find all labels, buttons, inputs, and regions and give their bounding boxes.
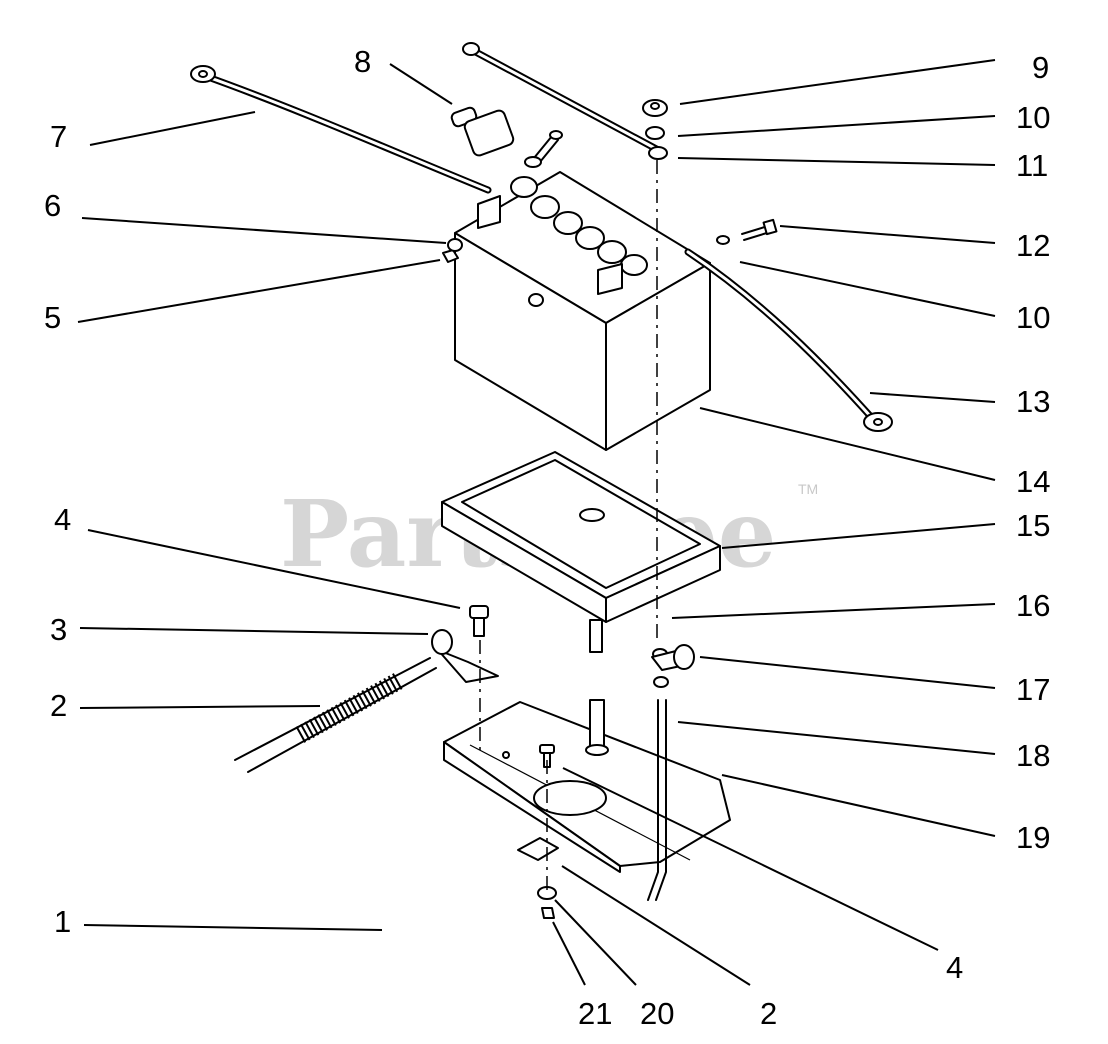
callout-20: 20 [640,996,674,1031]
terminal-bolt-negative[interactable] [533,130,563,163]
callout-16: 16 [1016,588,1050,623]
callout-15: 15 [1016,508,1050,543]
callout-8: 8 [354,44,371,79]
spiral-wrap-cable[interactable] [234,657,437,773]
callout-6: 6 [44,188,61,223]
battery[interactable] [454,171,711,451]
wing-nut[interactable] [642,99,668,117]
callout-11: 11 [1016,148,1048,183]
battery-tray[interactable] [441,451,721,653]
ground-cable-terminal[interactable] [517,837,559,861]
cable-clamp-right[interactable] [651,644,695,671]
callout-21: 21 [578,996,612,1031]
washer-lower[interactable] [716,235,730,245]
callout-3: 3 [50,612,67,647]
ground-cable[interactable] [299,844,545,1005]
callout-4-upper: 4 [54,502,71,537]
cable-clamp-left[interactable] [431,629,499,683]
positive-battery-cable[interactable] [684,248,893,432]
callout-18: 18 [1016,738,1050,773]
terminal-boot[interactable] [450,106,515,157]
callout-9: 9 [1032,50,1049,85]
callout-10-upper: 10 [1016,100,1050,135]
callout-1: 1 [54,904,71,939]
battery-terminal-positive[interactable] [597,263,623,295]
callout-19: 19 [1016,820,1050,855]
callout-14: 14 [1016,464,1050,499]
leader-lines [77,59,996,986]
terminal-bolt-positive[interactable] [741,218,778,241]
washer-upper[interactable] [645,126,665,140]
callout-12: 12 [1016,228,1050,263]
callout-2-upper: 2 [50,688,67,723]
hold-down-strap[interactable] [462,42,668,160]
callout-7: 7 [50,119,67,154]
mounting-plate-hole [533,780,607,816]
watermark-trademark: TM [798,481,818,497]
terminal-washer[interactable] [524,156,542,168]
callout-17: 17 [1016,672,1050,707]
ground-nut[interactable] [541,907,555,919]
negative-battery-cable[interactable] [190,65,492,194]
callout-labels: 7 8 9 10 11 12 10 13 14 15 16 17 18 19 6… [44,44,1050,1031]
callout-4-lower: 4 [946,950,963,985]
j-bolt[interactable] [647,699,667,901]
callout-2-lower: 2 [760,996,777,1031]
callout-13: 13 [1016,384,1050,419]
battery-terminal-negative[interactable] [477,195,501,229]
lock-washer[interactable] [447,238,463,252]
callout-5: 5 [44,300,61,335]
callout-10-lower: 10 [1016,300,1050,335]
clamp-bolt-upper[interactable] [469,605,489,637]
terminal-nut-positive[interactable] [528,293,544,307]
battery-cell-caps [510,176,648,276]
terminal-nut[interactable] [442,249,459,263]
